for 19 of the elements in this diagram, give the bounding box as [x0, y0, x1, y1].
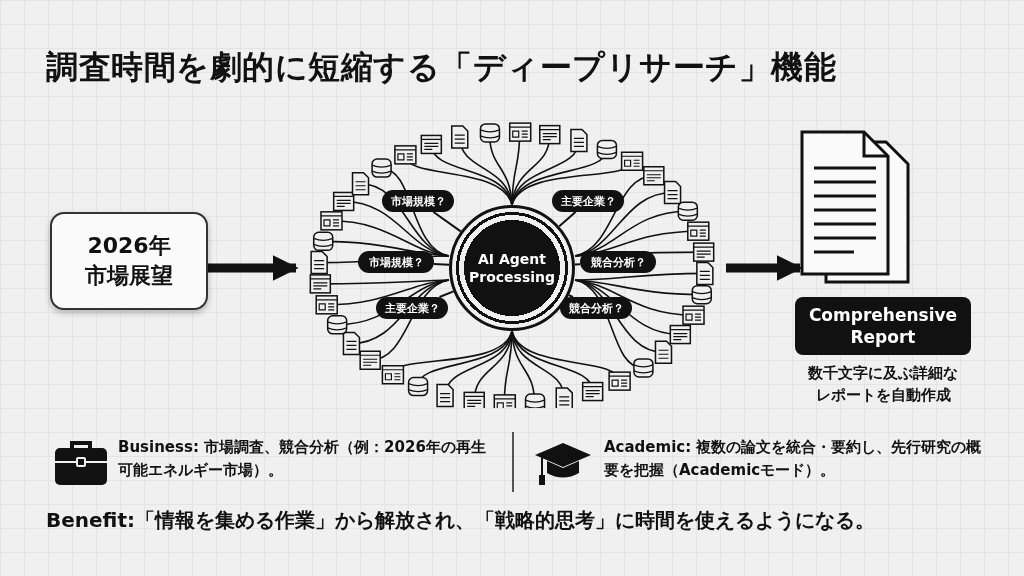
question-tag: 競合分析？ — [580, 251, 656, 273]
arrow — [726, 255, 803, 281]
connector-line — [433, 262, 451, 266]
report-title-box: Comprehensive Report — [795, 297, 971, 355]
report-caption: 数千文字に及ぶ詳細なレポートを自動作成 — [807, 363, 959, 406]
use-case-note: Academic: 複数の論文を統合・要約し、先行研究の概要を把握（Academicモード）。 — [604, 437, 983, 481]
question-tag: 主要企業？ — [376, 297, 448, 319]
question-tag: 市場規模？ — [358, 251, 434, 273]
use-case-note: Business: 市場調査、競合分析（例：2026年の再生可能エネルギー市場）。 — [118, 437, 487, 481]
page-title: 調査時間を劇的に短縮する「ディープリサーチ」機能 — [46, 47, 836, 88]
arrow — [208, 255, 299, 281]
topic-card: 2026年市場展望 — [50, 212, 208, 310]
connector-line — [432, 211, 462, 233]
benefit-statement: Benefit:「情報を集める作業」から解放され、「戦略的思考」に時間を使えるようになる。 — [46, 507, 876, 534]
question-tag: 市場規模？ — [382, 190, 454, 212]
question-tag: 主要企業？ — [552, 190, 624, 212]
connector-line — [573, 263, 581, 266]
connector-line — [558, 211, 577, 228]
question-tag: 競合分析？ — [560, 297, 632, 319]
